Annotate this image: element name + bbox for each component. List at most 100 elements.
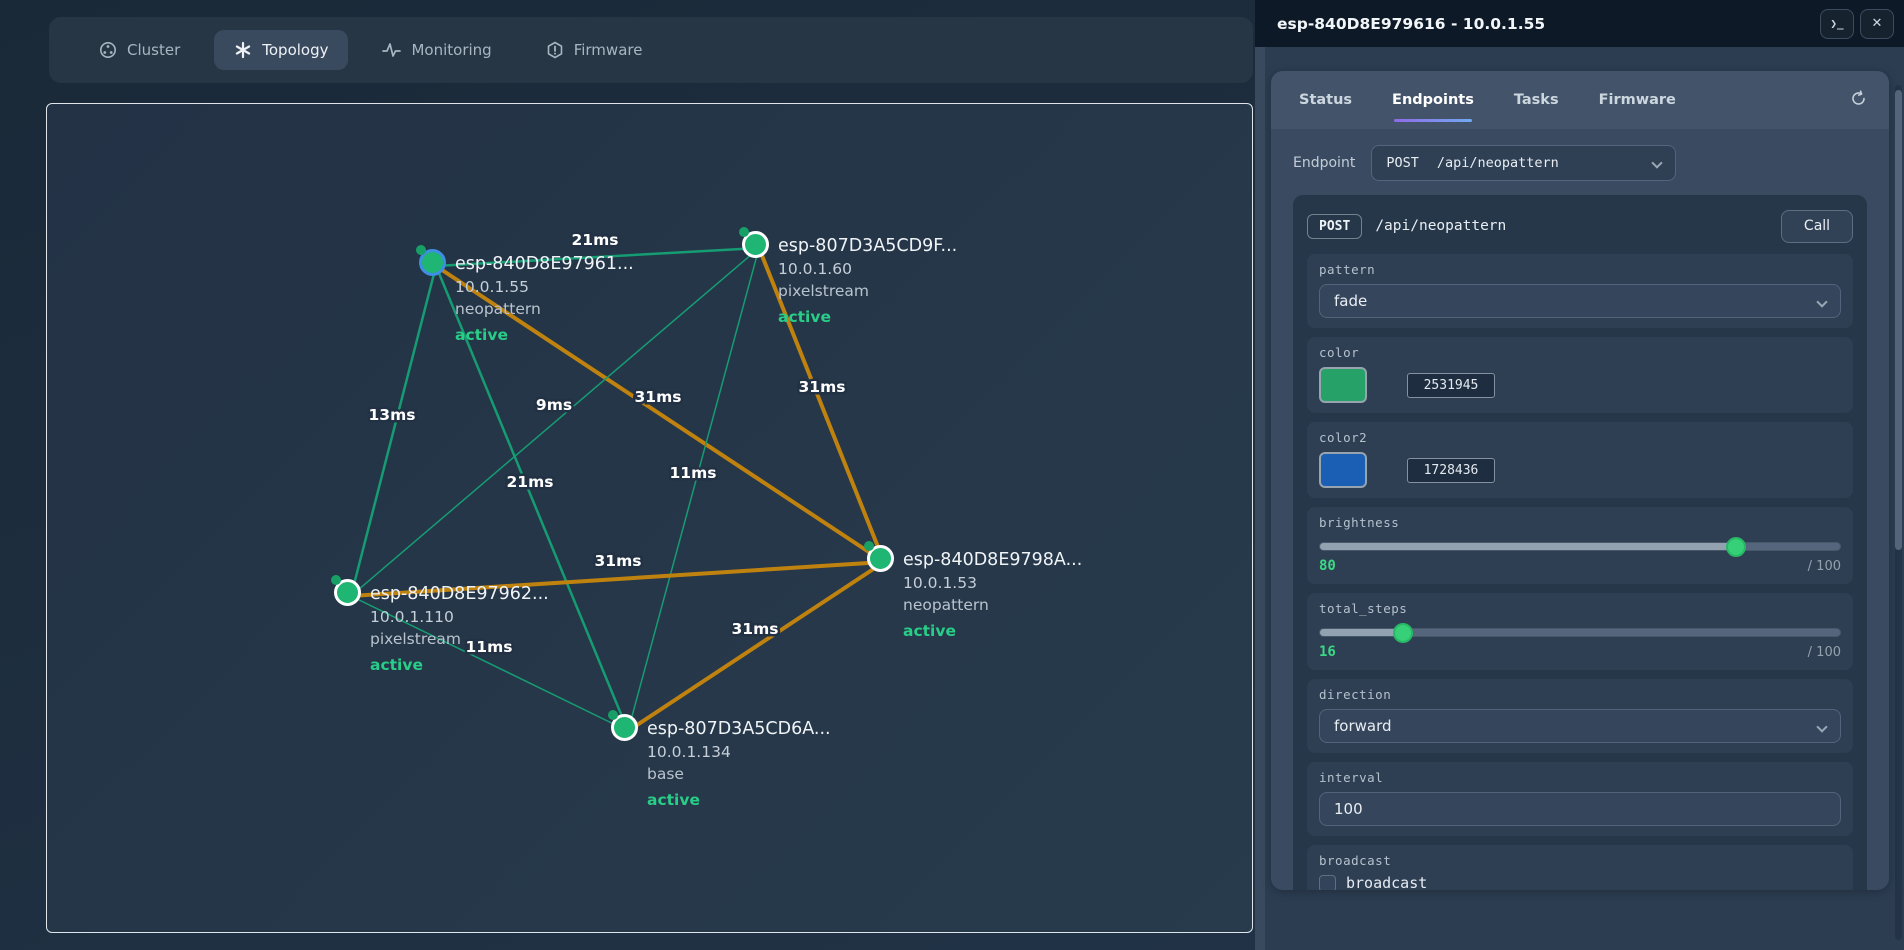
nav-item-cluster[interactable]: Cluster [79, 30, 200, 70]
broadcast-checkbox[interactable] [1319, 874, 1336, 890]
edge-latency-label: 21ms [507, 473, 554, 491]
field-broadcast: broadcast broadcast [1307, 845, 1853, 890]
nav-item-topology[interactable]: Topology [214, 30, 349, 70]
panel-title: esp-840D8E979616 - 10.0.1.55 [1277, 14, 1546, 33]
close-button[interactable]: ✕ [1860, 8, 1894, 39]
field-brightness: brightness 80 / 100 [1307, 507, 1853, 584]
topology-edge-n1-n2 [435, 246, 760, 268]
edge-latency-label: 31ms [635, 388, 682, 406]
topology-edge-n2-n3 [757, 247, 886, 563]
topology-edge-n1-n5 [434, 265, 630, 732]
brightness-value: 80 [1319, 558, 1336, 574]
refresh-icon [1850, 89, 1867, 111]
method-badge: POST [1307, 213, 1363, 239]
topology-node-n1[interactable] [416, 245, 446, 276]
topology-node-n3[interactable] [864, 541, 894, 572]
nav-item-monitoring[interactable]: Monitoring [362, 30, 511, 70]
panel-scrollbar[interactable] [1895, 85, 1902, 940]
terminal-icon: ❯_ [1830, 17, 1844, 30]
field-pattern: pattern fade [1307, 254, 1853, 328]
endpoints-tab-content: Endpoint POST /api/neopattern POST /api/… [1271, 129, 1889, 890]
panel-header: esp-840D8E979616 - 10.0.1.55 ❯_ ✕ [1255, 0, 1904, 47]
tab-status[interactable]: Status [1299, 92, 1353, 108]
field-color2: color2 1728436 [1307, 422, 1853, 498]
endpoint-select-method: POST [1386, 155, 1419, 171]
chevron-down-icon [1651, 157, 1663, 169]
broadcast-checkbox-label: broadcast [1346, 874, 1428, 890]
color-swatch[interactable] [1319, 367, 1367, 403]
tab-tasks[interactable]: Tasks [1513, 92, 1559, 108]
interval-input[interactable]: 100 [1319, 792, 1841, 826]
firmware-icon [546, 41, 564, 59]
node-status-dot [416, 245, 426, 255]
close-icon: ✕ [1871, 16, 1883, 31]
edge-latency-label: 31ms [595, 552, 642, 570]
topology-edge-n4-n5 [350, 595, 629, 732]
nav-item-firmware[interactable]: Firmware [526, 30, 663, 70]
node-status-dot [608, 710, 618, 720]
topology-icon [234, 41, 252, 59]
topology-node-n5[interactable] [608, 710, 638, 741]
total-steps-slider-thumb[interactable] [1393, 622, 1414, 643]
edge-latency-label: 11ms [466, 638, 513, 656]
field-direction: direction forward [1307, 679, 1853, 753]
total-steps-max: / 100 [1807, 644, 1841, 660]
panel-resize-handle[interactable] [1255, 47, 1265, 950]
edge-latency-label: 21ms [572, 231, 619, 249]
field-label: color2 [1319, 430, 1368, 445]
brightness-slider-thumb[interactable] [1726, 536, 1746, 557]
call-button[interactable]: Call [1781, 209, 1853, 243]
nav-item-label: Topology [262, 41, 329, 59]
topology-node-n2[interactable] [739, 227, 769, 258]
device-panel-card: Status Endpoints Tasks Firmware Endpoint… [1271, 71, 1889, 890]
refresh-button[interactable] [1850, 89, 1867, 111]
color-value-input[interactable]: 2531945 [1407, 372, 1495, 398]
terminal-button[interactable]: ❯_ [1820, 8, 1854, 39]
topology-edge-n1-n3 [434, 264, 886, 564]
topology-edge-n1-n4 [349, 265, 438, 597]
topology-edge-n3-n5 [626, 560, 886, 733]
field-color: color 2531945 [1307, 337, 1853, 413]
endpoint-label: Endpoint [1293, 155, 1356, 171]
field-total-steps: total_steps 16 / 100 [1307, 593, 1853, 670]
api-path: /api/neopattern [1375, 218, 1507, 234]
nav-item-label: Monitoring [411, 41, 492, 59]
endpoint-select[interactable]: POST /api/neopattern [1371, 145, 1677, 181]
nav-item-label: Firmware [573, 41, 643, 59]
topology-edge-n3-n4 [350, 560, 885, 598]
field-label: interval [1319, 770, 1384, 785]
field-label: pattern [1319, 262, 1376, 277]
brightness-slider[interactable] [1319, 536, 1841, 557]
color2-swatch[interactable] [1319, 452, 1367, 488]
panel-tabbar: Status Endpoints Tasks Firmware [1271, 71, 1889, 129]
tab-firmware[interactable]: Firmware [1598, 92, 1676, 108]
color2-value-input[interactable]: 1728436 [1407, 457, 1495, 483]
node-status-dot [864, 541, 874, 551]
brightness-max: / 100 [1807, 558, 1841, 574]
edge-latency-label: 31ms [799, 378, 846, 396]
direction-select[interactable]: forward [1319, 709, 1841, 743]
cluster-icon [99, 41, 117, 59]
topology-node-n4[interactable] [331, 575, 361, 606]
field-label: brightness [1319, 515, 1400, 530]
api-endpoint-card: POST /api/neopattern Call pattern fade c… [1293, 195, 1867, 890]
endpoint-select-path: /api/neopattern [1436, 155, 1559, 171]
pattern-value: fade [1334, 292, 1368, 310]
topology-edge-n2-n5 [627, 247, 760, 732]
panel-scrollbar-thumb[interactable] [1895, 90, 1902, 550]
edge-latency-label: 11ms [670, 464, 717, 482]
node-status-dot [739, 227, 749, 237]
field-label: total_steps [1319, 601, 1408, 616]
top-nav: Cluster Topology Monitoring [49, 17, 1253, 83]
pattern-select[interactable]: fade [1319, 284, 1841, 318]
node-status-dot [331, 575, 341, 585]
field-label: broadcast [1319, 853, 1392, 868]
tab-endpoints[interactable]: Endpoints [1392, 71, 1474, 129]
edge-latency-label: 9ms [536, 396, 572, 414]
edge-latency-label: 13ms [369, 406, 416, 424]
monitoring-icon [382, 41, 402, 59]
field-label: direction [1319, 687, 1392, 702]
total-steps-slider[interactable] [1319, 622, 1841, 643]
